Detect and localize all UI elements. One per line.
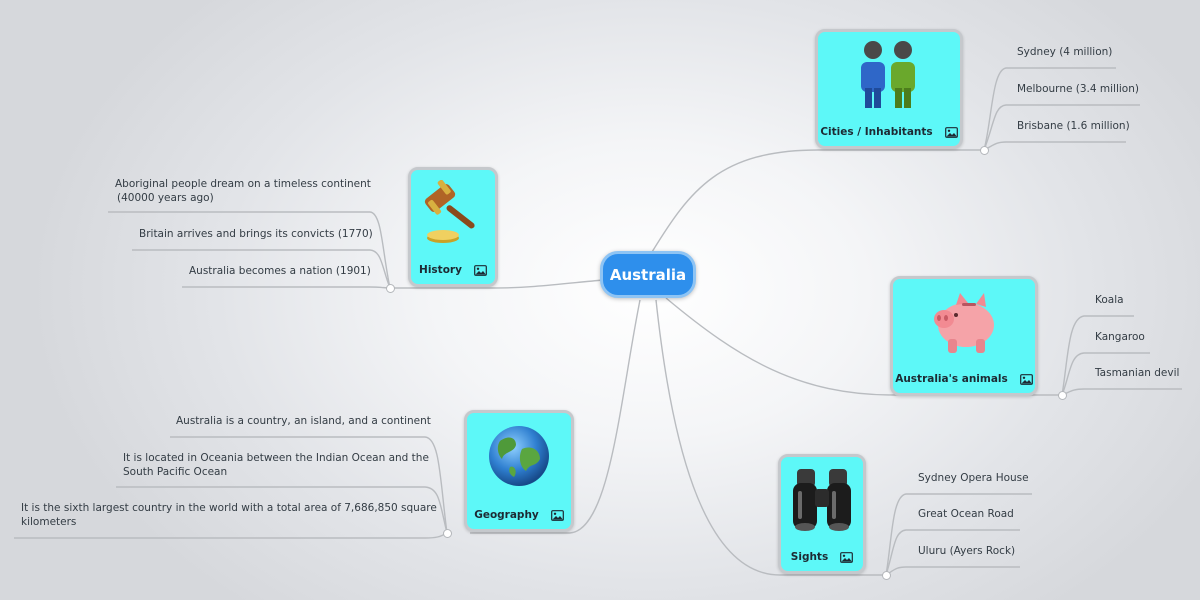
leaf-kangaroo[interactable]: Kangaroo: [1095, 331, 1145, 343]
topic-geography[interactable]: Geography: [464, 410, 574, 532]
binoculars-icon: [793, 469, 851, 531]
topic-cities-inhabitants[interactable]: Cities / Inhabitants: [815, 29, 963, 149]
leaf-britain-arrives[interactable]: Britain arrives and brings its convicts …: [139, 228, 373, 240]
image-icon[interactable]: [944, 126, 958, 138]
branch-junction-history[interactable]: [386, 284, 395, 293]
image-icon[interactable]: [840, 551, 854, 563]
leaf-aboriginal-people-line1[interactable]: Aboriginal people dream on a timeless co…: [115, 178, 371, 190]
topic-sights[interactable]: Sights: [778, 454, 866, 574]
leaf-tasmanian-devil[interactable]: Tasmanian devil: [1095, 367, 1180, 379]
leaf-koala[interactable]: Koala: [1095, 294, 1124, 306]
topic-australias-animals[interactable]: Australia's animals: [890, 276, 1038, 396]
leaf-uluru[interactable]: Uluru (Ayers Rock): [918, 545, 1016, 557]
image-icon[interactable]: [550, 509, 564, 521]
branch-junction-animals[interactable]: [1058, 391, 1067, 400]
leaf-oceania-line2[interactable]: South Pacific Ocean: [123, 466, 228, 478]
image-icon[interactable]: [1019, 373, 1033, 385]
branch-junction-geography[interactable]: [443, 529, 452, 538]
leaf-sydney[interactable]: Sydney (4 million): [1017, 46, 1113, 58]
central-topic-label: Australia: [609, 265, 687, 284]
branch-junction-cities[interactable]: [980, 146, 989, 155]
branch-junction-sights[interactable]: [882, 571, 891, 580]
image-icon[interactable]: [474, 264, 487, 276]
leaf-nation-1901[interactable]: Australia becomes a nation (1901): [189, 265, 371, 277]
topic-title: Cities / Inhabitants: [820, 126, 933, 138]
topic-title: History: [419, 264, 462, 276]
leaf-brisbane[interactable]: Brisbane (1.6 million): [1017, 120, 1130, 132]
leaf-melbourne[interactable]: Melbourne (3.4 million): [1017, 83, 1139, 95]
leaf-sixth-largest-line2[interactable]: kilometers: [21, 516, 77, 528]
leaf-sydney-opera-house[interactable]: Sydney Opera House: [918, 472, 1029, 484]
people-icon: [861, 41, 915, 108]
leaf-sixth-largest-line1[interactable]: It is the sixth largest country in the w…: [21, 502, 437, 514]
topic-history[interactable]: History: [408, 167, 498, 287]
topic-title: Sights: [790, 551, 829, 563]
gavel-icon: [424, 180, 475, 243]
leaf-great-ocean-road[interactable]: Great Ocean Road: [918, 508, 1014, 520]
leaf-country-island-continent[interactable]: Australia is a country, an island, and a…: [176, 415, 431, 427]
topic-title: Australia's animals: [895, 373, 1008, 385]
globe-icon: [489, 426, 549, 486]
leaf-aboriginal-people-line2[interactable]: (40000 years ago): [117, 192, 214, 204]
piggy-bank-icon: [934, 293, 994, 353]
central-topic-australia[interactable]: Australia: [600, 251, 696, 298]
topic-title: Geography: [474, 509, 539, 521]
leaf-oceania-line1[interactable]: It is located in Oceania between the Ind…: [123, 452, 429, 464]
